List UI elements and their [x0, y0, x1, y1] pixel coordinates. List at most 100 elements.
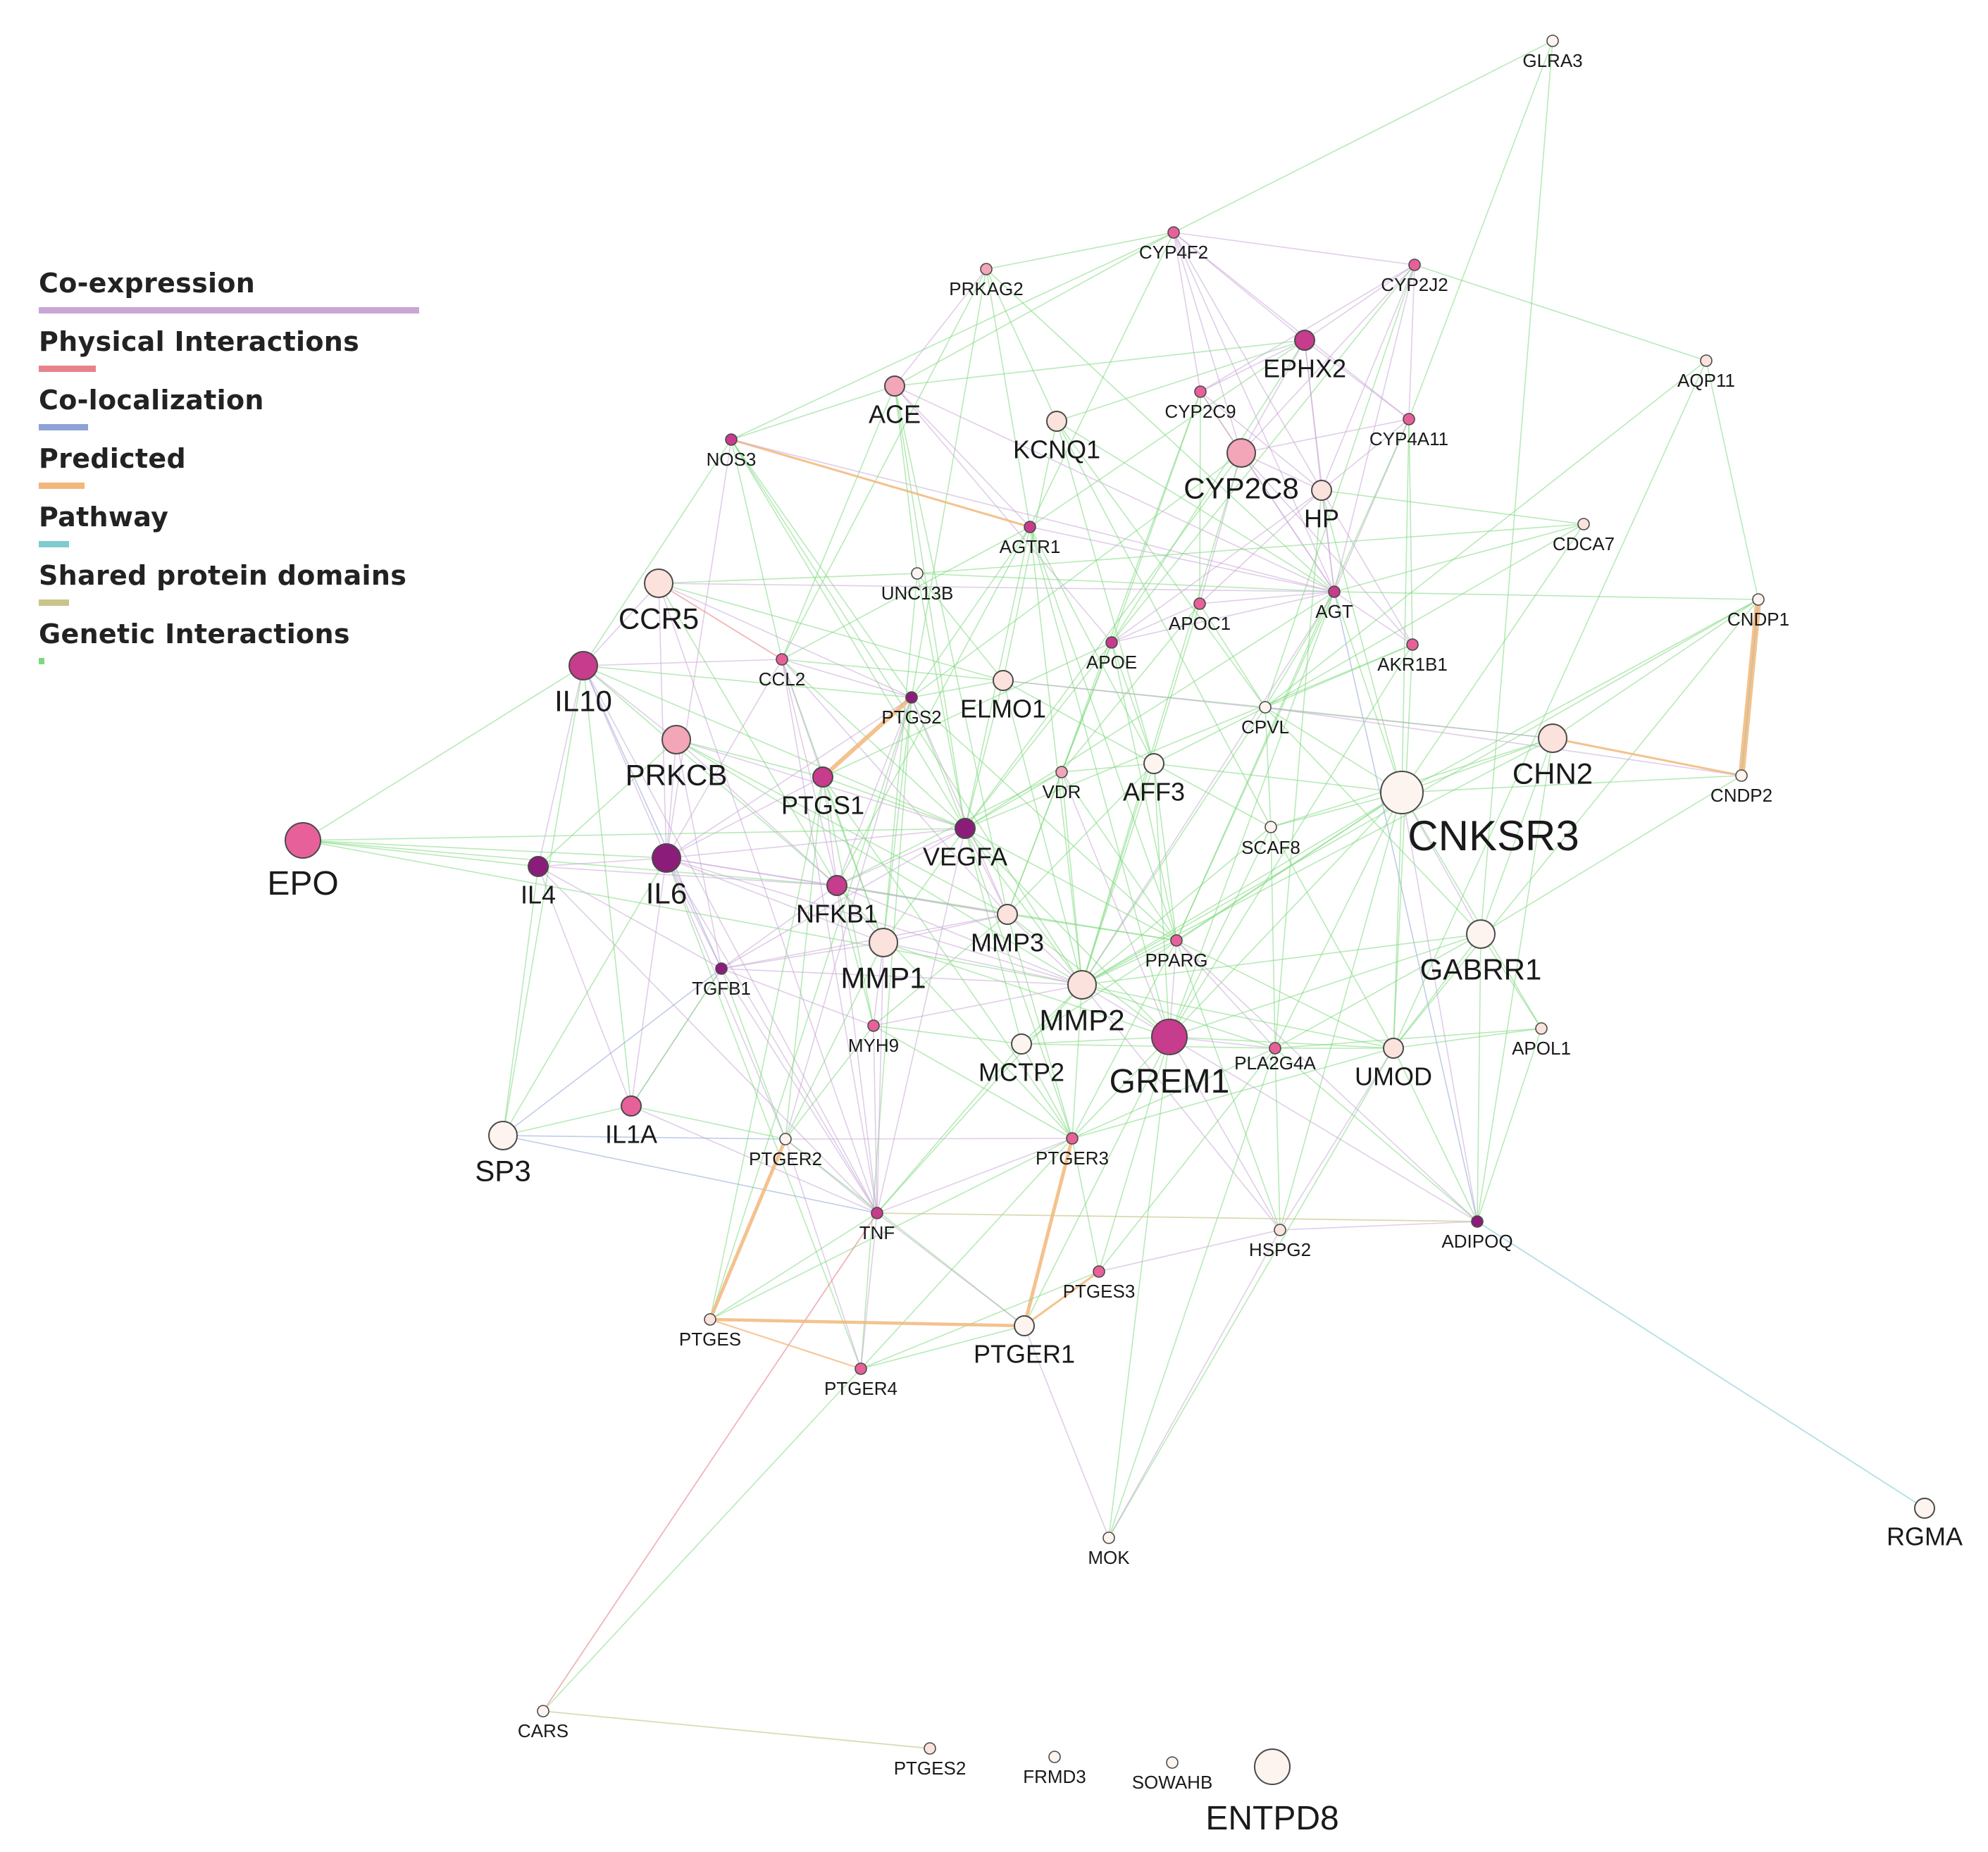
node-circle[interactable]: [1046, 411, 1067, 432]
node-cyp2c9[interactable]: CYP2C9: [1164, 385, 1236, 422]
node-circle[interactable]: [1577, 518, 1590, 530]
node-circle[interactable]: [1294, 330, 1315, 351]
node-mok[interactable]: MOK: [1088, 1531, 1130, 1568]
node-circle[interactable]: [1546, 35, 1559, 47]
node-frmd3[interactable]: FRMD3: [1023, 1751, 1086, 1787]
node-circle[interactable]: [1193, 597, 1206, 610]
node-circle[interactable]: [1380, 771, 1424, 814]
node-cpvl[interactable]: CPVL: [1241, 701, 1289, 738]
node-circle[interactable]: [1471, 1215, 1484, 1228]
legend-item[interactable]: Shared protein domains: [39, 560, 433, 619]
node-circle[interactable]: [1406, 638, 1419, 651]
node-ptges3[interactable]: PTGES3: [1063, 1265, 1136, 1302]
node-circle[interactable]: [1383, 1038, 1404, 1059]
node-circle[interactable]: [871, 1207, 883, 1219]
node-unc13b[interactable]: UNC13B: [881, 567, 954, 604]
node-il4[interactable]: IL4: [521, 856, 556, 909]
node-akr1b1[interactable]: AKR1B1: [1377, 638, 1448, 675]
node-tnf[interactable]: TNF: [859, 1207, 895, 1243]
node-cyp4f2[interactable]: CYP4F2: [1139, 226, 1208, 263]
node-prkcb[interactable]: PRKCB: [626, 725, 728, 792]
node-circle[interactable]: [869, 928, 898, 957]
node-ptges[interactable]: PTGES: [679, 1313, 741, 1350]
node-adipoq[interactable]: ADIPOQ: [1441, 1215, 1513, 1252]
node-circle[interactable]: [1011, 1033, 1032, 1055]
node-circle[interactable]: [1265, 821, 1277, 833]
node-circle[interactable]: [812, 766, 833, 788]
node-apol1[interactable]: APOL1: [1512, 1022, 1571, 1059]
node-cyp2j2[interactable]: CYP2J2: [1381, 259, 1448, 295]
node-ptgs2[interactable]: PTGS2: [881, 691, 942, 728]
node-circle[interactable]: [528, 856, 549, 877]
node-circle[interactable]: [997, 904, 1018, 925]
node-rgma[interactable]: RGMA: [1887, 1498, 1963, 1551]
node-entpd8[interactable]: ENTPD8: [1205, 1748, 1339, 1837]
node-circle[interactable]: [569, 651, 598, 680]
node-pla2g4a[interactable]: PLA2G4A: [1234, 1042, 1316, 1074]
node-vegfa[interactable]: VEGFA: [923, 818, 1007, 871]
node-ptger3[interactable]: PTGER3: [1036, 1132, 1109, 1169]
node-circle[interactable]: [776, 653, 788, 666]
node-circle[interactable]: [924, 1742, 936, 1755]
node-circle[interactable]: [1170, 934, 1183, 947]
node-circle[interactable]: [980, 263, 993, 275]
node-cyp4a11[interactable]: CYP4A11: [1369, 413, 1448, 449]
node-circle[interactable]: [621, 1095, 642, 1117]
node-umod[interactable]: UMOD: [1355, 1038, 1432, 1091]
node-scaf8[interactable]: SCAF8: [1241, 821, 1300, 858]
node-circle[interactable]: [644, 568, 673, 598]
node-circle[interactable]: [779, 1133, 792, 1145]
node-circle[interactable]: [867, 1019, 880, 1032]
node-circle[interactable]: [661, 725, 691, 754]
node-hp[interactable]: HP: [1304, 480, 1339, 533]
node-circle[interactable]: [884, 375, 905, 397]
node-cndp1[interactable]: CNDP1: [1727, 593, 1789, 630]
node-circle[interactable]: [1328, 585, 1341, 598]
node-epo[interactable]: EPO: [267, 822, 339, 902]
node-circle[interactable]: [1700, 354, 1713, 367]
node-circle[interactable]: [1538, 723, 1567, 753]
node-circle[interactable]: [826, 875, 847, 896]
node-circle[interactable]: [1259, 701, 1272, 714]
node-elmo1[interactable]: ELMO1: [960, 670, 1046, 723]
node-circle[interactable]: [1151, 1019, 1188, 1055]
node-circle[interactable]: [1167, 226, 1180, 239]
node-ace[interactable]: ACE: [869, 375, 921, 429]
node-circle[interactable]: [1014, 1315, 1035, 1336]
node-circle[interactable]: [1194, 385, 1207, 398]
node-circle[interactable]: [285, 822, 321, 859]
node-ccr5[interactable]: CCR5: [619, 568, 699, 635]
node-chn2[interactable]: CHN2: [1512, 723, 1593, 790]
node-circle[interactable]: [1024, 521, 1036, 533]
node-cyp2c8[interactable]: CYP2C8: [1184, 438, 1299, 505]
node-circle[interactable]: [704, 1313, 716, 1326]
node-circle[interactable]: [1048, 1751, 1061, 1763]
legend-item[interactable]: Predicted: [39, 443, 433, 502]
node-circle[interactable]: [1226, 438, 1256, 468]
node-gabrr1[interactable]: GABRR1: [1420, 919, 1542, 986]
node-circle[interactable]: [1535, 1022, 1548, 1035]
node-circle[interactable]: [1102, 1531, 1115, 1544]
node-circle[interactable]: [1735, 769, 1748, 782]
node-cndp2[interactable]: CNDP2: [1710, 769, 1772, 806]
node-cars[interactable]: CARS: [518, 1705, 569, 1741]
node-circle[interactable]: [1466, 919, 1496, 949]
node-aff3[interactable]: AFF3: [1123, 753, 1185, 807]
node-cdca7[interactable]: CDCA7: [1553, 518, 1615, 554]
node-circle[interactable]: [725, 433, 738, 446]
node-kcnq1[interactable]: KCNQ1: [1013, 411, 1100, 464]
legend-item[interactable]: Pathway: [39, 502, 433, 560]
node-sowahb[interactable]: SOWAHB: [1132, 1756, 1213, 1793]
node-circle[interactable]: [905, 691, 918, 704]
node-circle[interactable]: [1254, 1748, 1291, 1785]
node-mmp3[interactable]: MMP3: [971, 904, 1044, 957]
node-pparg[interactable]: PPARG: [1145, 934, 1208, 971]
node-myh9[interactable]: MYH9: [848, 1019, 899, 1056]
node-apoe[interactable]: APOE: [1086, 636, 1137, 673]
node-il1a[interactable]: IL1A: [605, 1095, 657, 1149]
node-mmp2[interactable]: MMP2: [1039, 970, 1125, 1037]
node-circle[interactable]: [1166, 1756, 1179, 1769]
node-ptger1[interactable]: PTGER1: [974, 1315, 1075, 1369]
node-circle[interactable]: [1403, 413, 1415, 425]
node-circle[interactable]: [537, 1705, 549, 1717]
